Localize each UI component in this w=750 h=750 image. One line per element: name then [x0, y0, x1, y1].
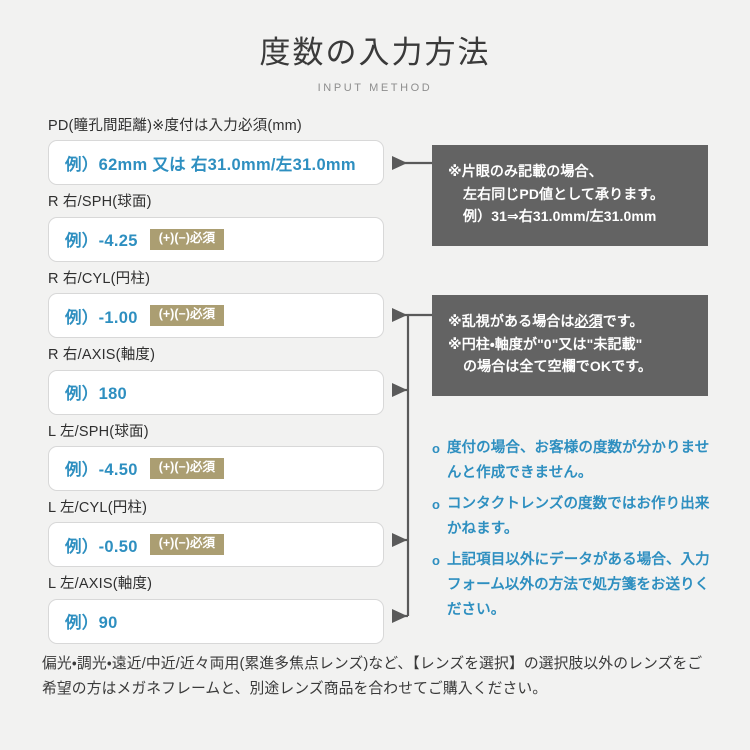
- notes-list: o 度付の場合、お客様の度数が分かりませんと作成できません。 o コンタクトレン…: [432, 436, 714, 629]
- field-label-r-cyl: R 右/CYL(円柱): [48, 270, 151, 287]
- placeholder-r-sph: 例）-4.25: [65, 232, 138, 251]
- required-badge-l-cyl: (+)(−)必須: [149, 534, 224, 556]
- bullet-icon: o: [432, 441, 440, 456]
- required-badge-r-sph: (+)(−)必須: [149, 228, 224, 250]
- placeholder-r-axis: 例）180: [65, 385, 128, 404]
- field-label-pd: PD(瞳孔間距離)※度付は入力必須(mm): [48, 118, 302, 134]
- footer-note: 偏光・調光・遠近/中近/近々両用(累進多焦点レンズ)など、【レンズを選択】の選択…: [42, 656, 703, 698]
- field-r-sph: R 右/SPH(球面) 例）-4.25 (+)(−)必須: [48, 194, 388, 262]
- main-content: PD(瞳孔間距離)※度付は入力必須(mm) 例）62mm 又は 右31.0mm/…: [0, 118, 750, 644]
- field-label-l-cyl: L 左/CYL(円柱): [48, 499, 148, 516]
- list-item: o 上記項目以外にデータがある場合、入力フォーム以外の方法で処方箋をお送りくださ…: [432, 548, 714, 623]
- input-r-axis[interactable]: 例）180: [48, 369, 384, 415]
- list-item: o 度付の場合、お客様の度数が分かりませんと作成できません。: [432, 436, 714, 486]
- callout-pd-line1: ※片眼のみ記載の場合、: [448, 163, 603, 179]
- page-title: 度数の入力方法: [259, 35, 491, 70]
- note-text: 上記項目以外にデータがある場合、入力フォーム以外の方法で処方箋をお送りください。: [446, 552, 710, 618]
- callout-cyl: ※乱視がある場合は必須です。 ※円柱・軸度が"0"又は"未記載" の場合は全て空…: [432, 295, 708, 396]
- callout-cyl-line3: の場合は全て空欄でOKです。: [463, 358, 652, 375]
- input-r-cyl[interactable]: 例）-1.00 (+)(−)必須: [48, 293, 384, 339]
- field-l-axis: L 左/AXIS(軸度) 例）90: [48, 576, 388, 644]
- page-header: 度数の入力方法 INPUT METHOD: [0, 0, 750, 94]
- placeholder-r-cyl: 例）-1.00: [65, 308, 138, 327]
- field-r-axis: R 右/AXIS(軸度) 例）180: [48, 347, 388, 415]
- input-pd[interactable]: 例）62mm 又は 右31.0mm/左31.0mm: [48, 140, 384, 186]
- bullet-icon: o: [432, 553, 440, 568]
- input-l-cyl[interactable]: 例）-0.50 (+)(−)必須: [48, 522, 384, 568]
- callout-cyl-line2: ※円柱・軸度が"0"又は"未記載": [448, 335, 643, 352]
- field-label-l-axis: L 左/AXIS(軸度): [48, 576, 153, 593]
- placeholder-l-cyl: 例）-0.50: [65, 537, 138, 556]
- required-badge-l-sph: (+)(−)必須: [149, 458, 224, 479]
- note-text: 度付の場合、お客様の度数が分かりませんと作成できません。: [446, 440, 710, 481]
- field-label-r-sph: R 右/SPH(球面): [48, 194, 152, 211]
- list-item: o コンタクトレンズの度数ではお作り出来かねます。: [432, 492, 714, 542]
- field-pd: PD(瞳孔間距離)※度付は入力必須(mm) 例）62mm 又は 右31.0mm/…: [48, 118, 388, 186]
- placeholder-l-axis: 例）90: [65, 614, 118, 633]
- field-l-cyl: L 左/CYL(円柱) 例）-0.50 (+)(−)必須: [48, 499, 388, 568]
- callout-cyl-line1: ※乱視がある場合は必須です。: [448, 313, 644, 329]
- field-r-cyl: R 右/CYL(円柱) 例）-1.00 (+)(−)必須: [48, 270, 388, 339]
- input-l-sph[interactable]: 例）-4.50 (+)(−)必須: [48, 445, 384, 491]
- input-r-sph[interactable]: 例）-4.25 (+)(−)必須: [48, 216, 384, 262]
- note-text: コンタクトレンズの度数ではお作り出来かねます。: [446, 496, 710, 537]
- prescription-form: PD(瞳孔間距離)※度付は入力必須(mm) 例）62mm 又は 右31.0mm/…: [48, 118, 388, 653]
- input-l-axis[interactable]: 例）90: [48, 598, 384, 644]
- field-label-l-sph: L 左/SPH(球面): [48, 423, 149, 440]
- field-label-r-axis: R 右/AXIS(軸度): [48, 347, 156, 364]
- required-badge-r-cyl: (+)(−)必須: [149, 305, 224, 327]
- callout-pd-line3: 例）31⇒右31.0mm/左31.0mm: [463, 208, 657, 225]
- placeholder-pd: 例）62mm 又は 右31.0mm/左31.0mm: [65, 155, 356, 174]
- placeholder-l-sph: 例）-4.50: [65, 461, 138, 480]
- callout-pd: ※片眼のみ記載の場合、 左右同じPD値として承ります。 例）31⇒右31.0mm…: [432, 145, 708, 246]
- page-subtitle: INPUT METHOD: [317, 82, 433, 95]
- field-l-sph: L 左/SPH(球面) 例）-4.50 (+)(−)必須: [48, 424, 388, 491]
- bullet-icon: o: [432, 497, 440, 512]
- callout-pd-line2: 左右同じPD値として承ります。: [463, 185, 665, 202]
- callout-cyl-underline: 必須: [574, 313, 603, 329]
